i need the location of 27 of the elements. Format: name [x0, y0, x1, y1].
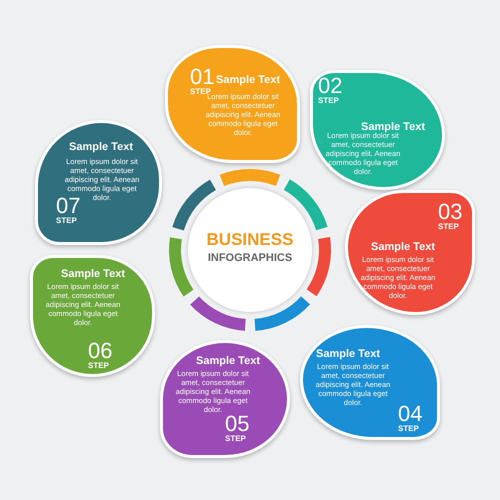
step-label: STEP: [56, 216, 77, 225]
step-number: 03: [438, 201, 462, 223]
heading-text: Sample Text: [315, 348, 381, 360]
step-petal: [35, 120, 162, 245]
step-number: 06: [88, 340, 112, 362]
step-petal: [310, 70, 445, 190]
heading-text: Sample Text: [195, 355, 261, 367]
step-label: STEP: [398, 424, 419, 433]
heading-text: Sample Text: [215, 74, 281, 86]
step-number: 04: [398, 403, 422, 425]
subtitle-text: INFOGRAPHICS: [206, 252, 294, 264]
step-label: STEP: [438, 222, 459, 231]
heading-text: Sample Text: [60, 268, 126, 280]
step-label: STEP: [225, 434, 246, 443]
step-petal: [30, 255, 155, 377]
title-text: BUSINESS: [206, 230, 294, 250]
step-petal: [165, 45, 300, 163]
step-number: 05: [225, 413, 250, 435]
step-label: STEP: [190, 87, 211, 96]
center-circle: [188, 188, 312, 312]
heading-text: Sample Text: [370, 241, 436, 253]
step-label: STEP: [318, 96, 339, 105]
step-number: 02: [318, 75, 342, 97]
step-number: 01: [190, 66, 214, 88]
heading-text: Sample Text: [68, 141, 134, 153]
step-label: STEP: [88, 361, 109, 370]
heading-text: Sample Text: [361, 121, 426, 133]
